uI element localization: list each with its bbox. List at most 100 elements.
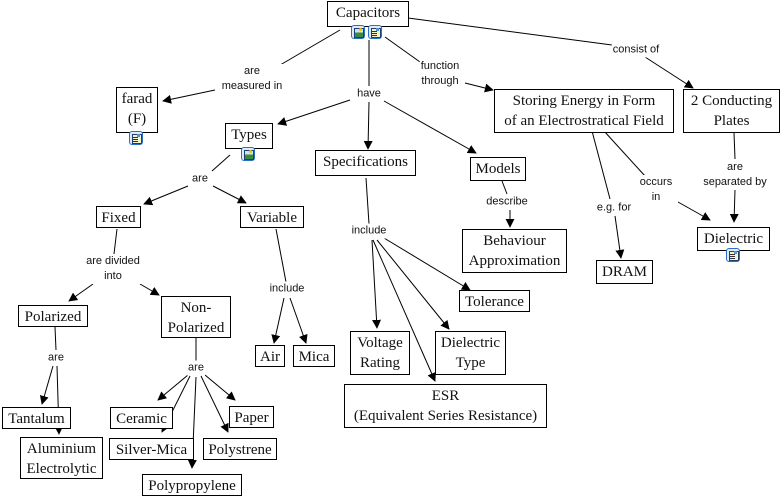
node-label-line: 2 Conducting [690,93,773,109]
node-label: DRAM [601,264,647,280]
connector-consist-plates [644,56,694,89]
node-label: Fixed [101,210,136,226]
node-label: Polypropylene [148,478,236,494]
node-label: Air [260,349,280,365]
node-capacitors[interactable]: Capacitors [327,1,409,27]
link-label-describe: describe [485,194,529,210]
link-label-consist-of: consist of [611,42,661,58]
node-aluminium-electrolytic[interactable]: Aluminium Electrolytic [20,437,103,479]
node-air[interactable]: Air [255,345,285,367]
node-voltage-rating[interactable]: Voltage Rating [350,331,410,375]
link-label-have: have [356,86,382,102]
node-label-line: Non- [180,300,212,316]
node-label: Specifications [323,154,408,170]
connector-polarized-are [54,326,57,351]
connector-have-specs [363,101,373,150]
image-resource-icon[interactable] [241,147,255,161]
connector-function-storing [464,82,494,93]
node-label: Capacitors [335,5,401,21]
node-label: Types [231,127,267,143]
node-label: Dielectric [703,231,764,247]
document-resource-icon[interactable] [368,25,382,39]
connector-include-air [271,297,285,344]
connector-models-describe [501,180,508,195]
node-label: Paper [234,410,269,426]
node-label-line: of an Electrostratical Field [504,113,664,129]
node-label-line: Electrolytic [26,461,97,477]
connector-are-polystrene [200,375,229,433]
connector-occurs-dielectric [677,201,711,221]
connector-storing-egfor [591,130,611,200]
link-label-are-types: are [191,171,209,187]
link-label-are-separated-by: are separated by [702,160,768,190]
link-label-include-variable: include [268,281,306,297]
node-mica[interactable]: Mica [293,345,335,367]
link-label-include-specs: include [350,223,388,239]
node-label: Models [475,161,521,177]
node-label-line: Dielectric [440,335,501,351]
node-paper[interactable]: Paper [229,406,274,428]
node-non-polarized[interactable]: Non- Polarized [161,296,231,338]
node-label-line: Polarized [167,320,225,336]
connector-specs-include [365,177,370,225]
node-storing-energy[interactable]: Storing Energy in Form of an Electrostra… [494,89,674,133]
node-label-line: Voltage [357,335,403,351]
link-label-eg-for: e.g. for [595,200,633,216]
node-conducting-plates[interactable]: 2 Conducting Plates [683,89,780,133]
node-label-line: Storing Energy in Form [512,93,656,109]
node-label: Variable [247,210,297,226]
link-label-are-measured-in: are measured in [220,64,284,94]
node-silver-mica[interactable]: Silver-Mica [109,438,194,460]
connector-divided-nonpolarized [139,283,160,296]
link-label-are-polarized: are [47,350,65,366]
node-dielectric-type[interactable]: Dielectric Type [435,331,506,375]
connector-capacitors-function [384,36,421,63]
node-label: Silver-Mica [115,442,188,458]
document-resource-icon[interactable] [129,131,143,145]
connector-egfor-dram [614,215,625,259]
connector-plates-separated [733,132,736,160]
connector-have-types [277,99,351,126]
document-resource-icon[interactable] [726,248,740,262]
node-label-line: ESR [431,388,460,404]
node-farad[interactable]: farad (F) [116,87,158,133]
node-polypropylene[interactable]: Polypropylene [142,474,242,496]
node-ceramic[interactable]: Ceramic [110,407,173,429]
node-polystrene[interactable]: Polystrene [203,438,277,460]
connector-include-esr [372,239,436,382]
connector-variable-include [275,228,287,283]
connector-separated-dielectric [729,189,739,223]
connector-have-models [383,100,477,154]
link-label-are-divided-into: are divided into [85,254,141,284]
node-label-line: Aluminium [26,441,97,457]
node-behaviour[interactable]: Behaviour Approximation [462,229,567,273]
node-label: Polystrene [208,442,272,458]
node-label-line: Approximation [468,253,561,269]
node-label: Tolerance [465,294,524,310]
image-resource-icon[interactable] [351,25,365,39]
connector-include-mica [289,297,308,344]
node-fixed[interactable]: Fixed [96,206,141,228]
connector-are-ceramic [157,374,189,401]
node-types[interactable]: Types [225,123,273,149]
node-variable[interactable]: Variable [240,206,304,228]
link-label-function-through: function through [419,59,461,89]
node-models[interactable]: Models [470,157,526,181]
node-dram[interactable]: DRAM [596,260,653,284]
node-polarized[interactable]: Polarized [18,305,88,327]
connector-capacitors-consist [407,17,613,46]
node-tolerance[interactable]: Tolerance [459,290,530,312]
node-tantalum[interactable]: Tantalum [2,407,71,429]
node-esr[interactable]: ESR (Equivalent Series Resistance) [344,384,547,428]
connector-are-fixed [143,185,189,206]
connector-include-voltage [371,239,382,329]
link-label-occurs-in: occurs in [638,175,674,205]
connector-storing-occurs [603,130,646,177]
connector-are-tantalum [39,365,54,405]
connector-include-tolerance [383,237,471,291]
node-label-line: farad [121,91,153,107]
node-label: Ceramic [116,411,167,427]
node-specifications[interactable]: Specifications [315,150,416,176]
node-label: Polarized [24,309,82,325]
